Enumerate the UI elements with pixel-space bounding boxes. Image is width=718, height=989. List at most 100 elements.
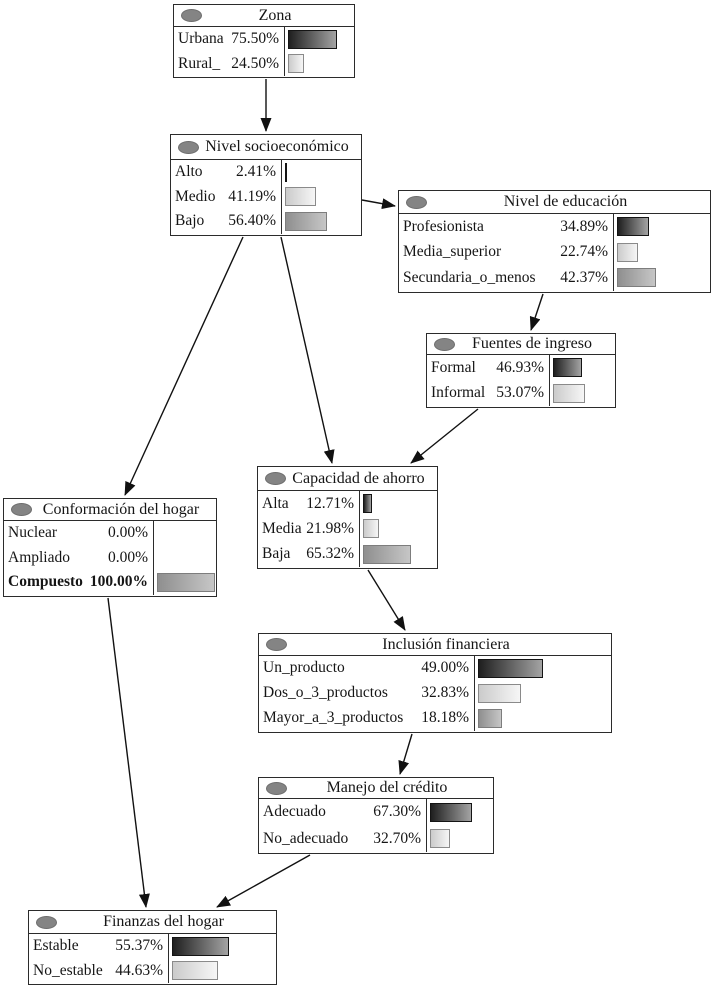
state-label-cell: Ampliado 0.00%: [4, 546, 153, 571]
probability-bar: [285, 162, 287, 182]
state-bar-cell: [153, 570, 216, 595]
edge-manejo-del-credito-to-finanzas-del-hogar: [216, 854, 311, 908]
node-ellipse-icon: [181, 9, 202, 22]
probability-bar: [288, 29, 338, 49]
state-percentage: 53.07%: [496, 384, 544, 402]
node-title: Manejo del crédito: [326, 779, 448, 796]
node-title-bar: Inclusión financiera: [259, 634, 611, 656]
state-percentage: 41.19%: [228, 187, 276, 205]
probability-bar: [553, 383, 586, 403]
state-percentage: 0.00%: [107, 548, 148, 566]
edge-inclusion-financiera-to-manejo-del-credito: [398, 733, 413, 775]
state-percentage: 32.70%: [373, 829, 421, 847]
state-bar-cell: [474, 705, 611, 731]
state-label: Alta: [262, 494, 289, 512]
node-title: Capacidad de ahorro: [292, 469, 425, 487]
probability-bar: [363, 544, 411, 564]
state-bar-cell: [281, 209, 361, 234]
node-title: Zona: [258, 6, 292, 24]
state-bar-cell: [281, 160, 361, 185]
node-ellipse-icon: [265, 472, 286, 485]
node-ellipse-icon: [406, 195, 427, 209]
node-title-bar: Finanzas del hogar: [29, 911, 276, 934]
state-label-cell: No_adecuado 32.70%: [259, 825, 426, 851]
state-row: Ampliado 0.00%: [4, 545, 216, 571]
state-label-cell: Un_producto 49.00%: [259, 656, 474, 681]
state-label: Rural_: [178, 54, 221, 72]
state-row: Compuesto 100.00%: [4, 570, 216, 595]
probability-bar: [288, 54, 304, 74]
state-label: Compuesto: [8, 573, 83, 591]
state-bar-cell: [284, 51, 354, 76]
state-bar-cell: [549, 355, 615, 381]
state-label: Un_producto: [263, 659, 345, 677]
probability-bar: [478, 708, 502, 728]
state-label: Media_superior: [403, 243, 502, 261]
state-label: Urbana: [178, 30, 224, 48]
node-ellipse-icon: [434, 337, 455, 351]
state-row: Secundaria_o_menos 42.37%: [399, 265, 710, 291]
state-label: Mayor_a_3_productos: [263, 709, 404, 727]
probability-bar: [617, 217, 650, 237]
state-bar-cell: [168, 934, 276, 959]
state-row: Rural_24.50%: [174, 51, 354, 76]
state-percentage: 42.37%: [560, 268, 608, 286]
node-title-bar: Fuentes de ingreso: [427, 334, 615, 355]
state-bar-cell: [474, 656, 611, 681]
state-bar-cell: [284, 27, 354, 52]
state-percentage: 44.63%: [115, 961, 163, 979]
state-bar-cell: [426, 825, 493, 852]
node-ellipse-icon: [36, 915, 57, 929]
state-label: Ampliado: [8, 548, 70, 566]
state-label: Secundaria_o_menos: [403, 268, 536, 286]
node-title-bar: Zona: [174, 5, 354, 27]
node-ellipse-icon: [178, 140, 199, 154]
state-bar-cell: [359, 516, 437, 542]
state-bar-cell: [168, 958, 276, 983]
state-label-cell: Secundaria_o_menos 42.37%: [399, 265, 613, 291]
state-percentage: 100.00%: [89, 573, 148, 591]
probability-bar: [363, 519, 380, 539]
state-label-cell: Alta 12.71%: [258, 491, 359, 516]
state-bar-cell: [426, 799, 493, 826]
state-label: No_adecuado: [263, 829, 349, 847]
state-bar-cell: [474, 680, 611, 706]
state-percentage: 18.18%: [421, 709, 469, 727]
node-title-bar: Manejo del crédito: [259, 778, 493, 799]
probability-bar: [157, 572, 215, 592]
state-percentage: 12.71%: [306, 494, 354, 512]
probability-bar: [172, 961, 218, 981]
edge-conformacion-del-hogar-to-finanzas-del-hogar: [107, 597, 150, 908]
node-title-bar: Nivel de educación: [399, 191, 710, 214]
state-percentage: 49.00%: [421, 659, 469, 677]
state-percentage: 34.89%: [560, 217, 608, 235]
state-percentage: 55.37%: [115, 937, 163, 955]
state-bar-cell: [613, 214, 710, 240]
edge-capacidad-de-ahorro-to-inclusion-financiera: [367, 569, 406, 631]
state-row: Alta 12.71%: [258, 491, 437, 517]
